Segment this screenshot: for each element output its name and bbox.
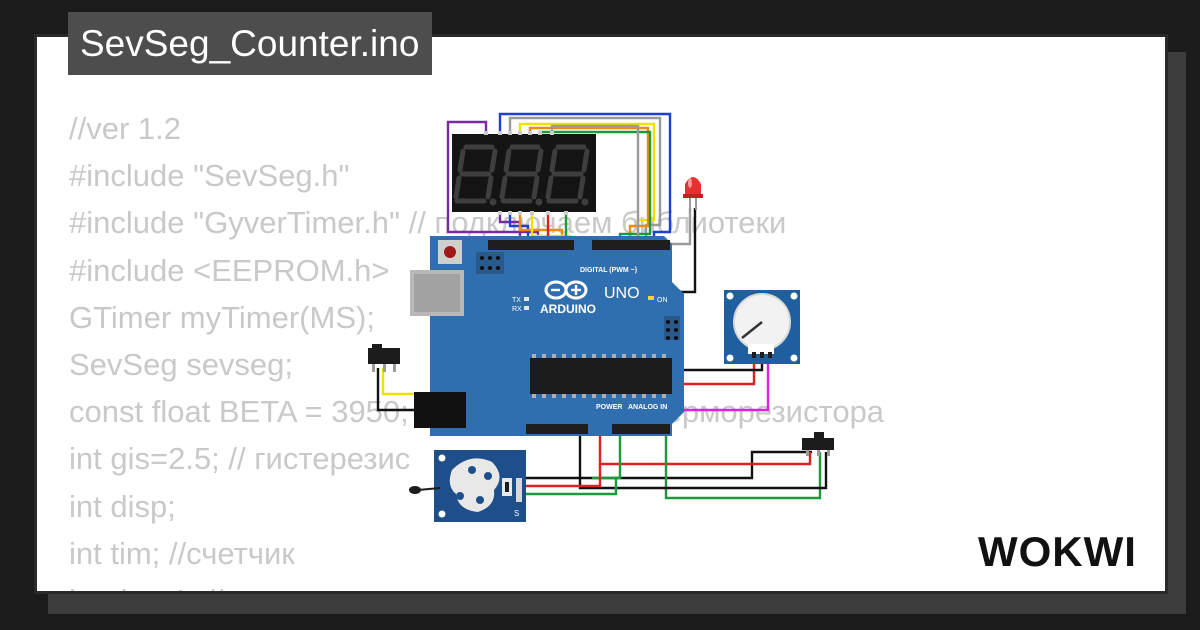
wire-red-therm (520, 464, 602, 488)
power-label: POWER (596, 404, 622, 411)
brand-label: WOKWI (978, 528, 1137, 575)
digital-label: DIGITAL (PWM ~) (580, 267, 637, 274)
power-header (526, 424, 588, 434)
arduino-label: ARDUINO (540, 302, 596, 316)
digital-header-right (592, 240, 670, 250)
tx-label: TX (512, 297, 521, 304)
code-line: int tim; //счетчик (69, 535, 295, 571)
code-line: GTimer myTimer(MS); (69, 299, 375, 335)
on-led (648, 296, 654, 300)
analog-label: ANALOG IN (628, 404, 667, 411)
code-line: #include "SevSeg.h" (69, 158, 350, 194)
seven-segment-display[interactable] (452, 131, 596, 215)
thermistor-pin-label: S (514, 509, 519, 518)
digit-segments (453, 144, 590, 204)
rx-label: RX (512, 306, 522, 313)
code-line: //ver 1.2 (69, 111, 181, 146)
code-background: //ver 1.2 #include "SevSeg.h" #include "… (69, 105, 884, 591)
code-line: int dat=1; // (69, 577, 884, 591)
decimal-points (489, 198, 589, 206)
display-pin-bottom-row (498, 211, 568, 215)
arduino-uno-board[interactable]: ARDUINO UNO DIGITAL (PWM ~) ON TX RX POW… (410, 236, 684, 436)
led-icon[interactable] (683, 177, 703, 210)
display-pin-top-row (484, 131, 554, 135)
wire-green-therm (520, 478, 618, 496)
uno-label: UNO (604, 285, 640, 302)
on-label: ON (657, 297, 668, 304)
arduino-logo-icon (544, 280, 588, 300)
wire-black-therm (520, 452, 828, 490)
thermistor-icon[interactable]: S (409, 450, 526, 522)
slide-switch-icon[interactable] (368, 344, 400, 372)
wokwi-logo: WOKWI (978, 528, 1137, 575)
code-line: int disp; (69, 488, 176, 524)
wire-green-switch (664, 430, 822, 500)
analog-header (612, 424, 670, 434)
slide-switch-icon[interactable] (802, 432, 834, 456)
code-line: int gis=2.5; // гистерезис (69, 441, 411, 477)
wire-orange (528, 126, 650, 250)
wire-gray (508, 116, 662, 250)
potentiometer-icon[interactable] (724, 290, 800, 364)
atmega-chip (530, 358, 672, 394)
wire-blue (498, 112, 672, 250)
power-jack (414, 392, 466, 428)
digital-header-left (488, 240, 574, 250)
wire-green-a0 (592, 430, 622, 480)
code-line: SevSeg sevseg; (69, 347, 294, 383)
page-title: SevSeg_Counter.ino (68, 12, 433, 75)
code-line: #include <EEPROM.h> (69, 252, 390, 288)
